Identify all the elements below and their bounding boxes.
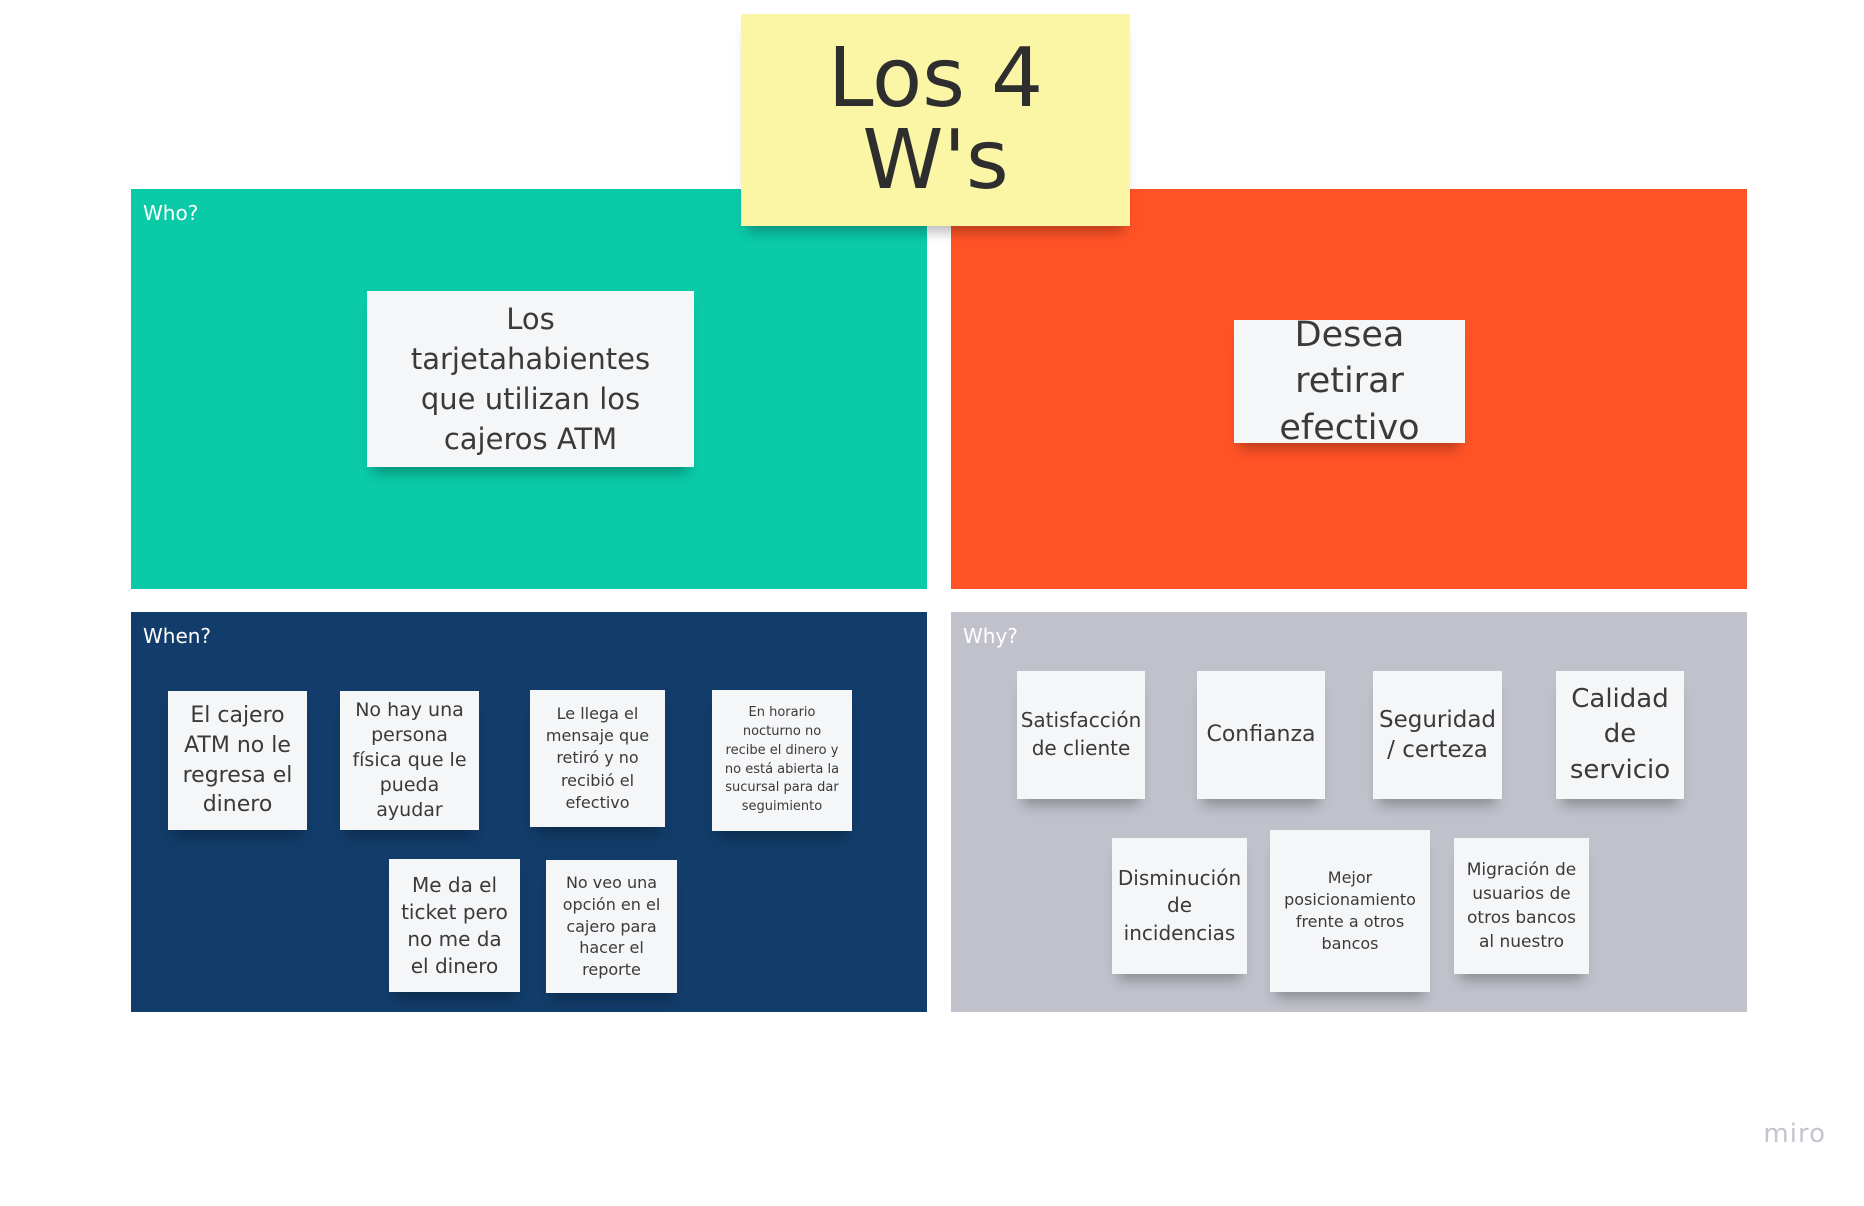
sticky-note-text: Satisfacción de cliente — [1020, 708, 1142, 760]
sticky-note[interactable]: No hay una persona física que le pueda a… — [340, 691, 479, 830]
sticky-note[interactable]: Me da el ticket pero no me da el dinero — [389, 859, 520, 992]
sticky-note-text: Migración de usuarios de otros bancos al… — [1466, 859, 1577, 953]
sticky-note[interactable]: En horario nocturno no recibe el dinero … — [712, 690, 852, 831]
sticky-note[interactable]: Satisfacción de cliente — [1017, 671, 1145, 799]
who-label: Who? — [143, 201, 199, 225]
sticky-note[interactable]: Migración de usuarios de otros bancos al… — [1454, 838, 1589, 974]
sticky-note[interactable]: Le llega el mensaje que retiró y no reci… — [530, 690, 665, 827]
why-label: Why? — [963, 624, 1018, 648]
sticky-note[interactable]: El cajero ATM no le regresa el dinero — [168, 691, 307, 830]
sticky-note-text: El cajero ATM no le regresa el dinero — [182, 703, 293, 818]
sticky-note-text: Le llega el mensaje que retiró y no reci… — [545, 704, 650, 812]
sticky-note[interactable]: Desea retirar efectivo — [1234, 315, 1465, 448]
miro-logo: miro — [1763, 1119, 1826, 1149]
sticky-note-text: Los tarjetahabientes que utilizan los ca… — [410, 301, 651, 457]
when-label: When? — [143, 624, 212, 648]
sticky-note-text: Desea retirar efectivo — [1279, 315, 1420, 448]
sticky-note-text: Calidad de servicio — [1569, 683, 1671, 785]
sticky-note-text: Me da el ticket pero no me da el dinero — [401, 872, 508, 978]
sticky-note-text: Seguridad / certeza — [1378, 706, 1497, 763]
sticky-note-text: Disminución de incidencias — [1117, 865, 1242, 945]
title-sticky-note[interactable]: Los 4 W's — [741, 14, 1130, 226]
sticky-note[interactable]: Calidad de servicio — [1556, 671, 1684, 799]
sticky-note[interactable]: No veo una opción en el cajero para hace… — [546, 860, 677, 993]
sticky-note-text: En horario nocturno no recibe el dinero … — [724, 704, 840, 815]
sticky-note-text: Confianza — [1206, 721, 1316, 747]
sticky-note[interactable]: Seguridad / certeza — [1373, 671, 1502, 799]
sticky-note-text: Mejor posicionamiento frente a otros ban… — [1284, 867, 1416, 954]
sticky-note[interactable]: Confianza — [1197, 671, 1325, 799]
sticky-note-text: No veo una opción en el cajero para hace… — [562, 873, 661, 980]
sticky-note-text: No hay una persona física que le pueda a… — [352, 698, 467, 822]
sticky-note[interactable]: Mejor posicionamiento frente a otros ban… — [1270, 830, 1430, 992]
sticky-note[interactable]: Los tarjetahabientes que utilizan los ca… — [367, 291, 694, 467]
board-title: Los 4 W's — [827, 31, 1044, 208]
sticky-note[interactable]: Disminución de incidencias — [1112, 838, 1247, 974]
